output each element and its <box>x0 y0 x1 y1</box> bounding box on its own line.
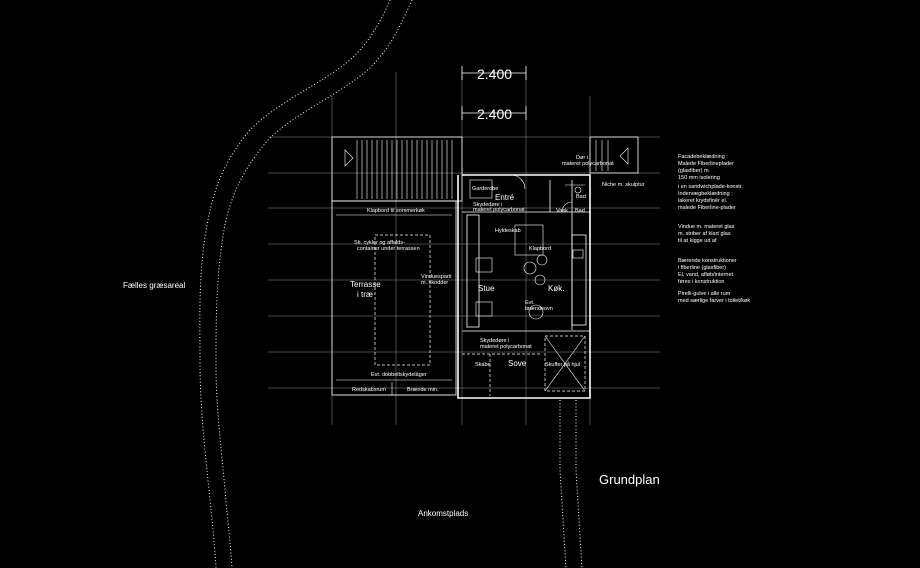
label-skydedore-top-2: materet polycarbonat <box>473 207 525 213</box>
site-left-area: Fælles græsareal <box>123 281 185 290</box>
note-facade-0: Facadebeklædning : <box>678 154 728 160</box>
note-vinduer-2: til at kigge ud af <box>678 238 717 244</box>
note-baerende-1: i fiberline (glasfiber) <box>678 265 726 271</box>
dimension-top: 2.400 <box>477 66 512 82</box>
note-facade-5: Indervægbeklædning : <box>678 191 733 197</box>
note-vinduer-1: m. striber af klart glas <box>678 231 731 237</box>
note-baerende-0: Bærende konstruktioner <box>678 258 737 264</box>
room-kok: Køk. <box>548 284 564 293</box>
note-facade-7: malede Fiberline-plader <box>678 205 736 211</box>
note-pirelli-0: Pirelli-gulve i alle rum <box>678 291 731 297</box>
label-sti-2: container under terrassen <box>357 246 420 252</box>
label-braendeovn-1: Evt. <box>525 300 535 306</box>
structural-grid <box>268 72 660 425</box>
label-skab: Skabe <box>475 362 491 368</box>
note-baerende-3: føres i konstruktion <box>678 279 724 285</box>
room-stue: Stue <box>478 284 495 293</box>
label-niche: Niche m. skulptur <box>602 182 645 188</box>
label-sti-1: Sti, cykler og affalds- <box>354 240 405 246</box>
label-braende: Brænde min. <box>407 387 439 393</box>
label-dor-1: Dør i <box>576 155 588 161</box>
label-bad-top: Bad <box>576 194 586 200</box>
entrance-steps <box>589 136 639 174</box>
label-spisebord: Klapbord <box>529 246 551 252</box>
entrance-arrow <box>619 147 629 165</box>
drawing-title: Grundplan <box>599 472 660 487</box>
room-sove: Sove <box>508 359 527 368</box>
dimension-second: 2.400 <box>477 106 512 122</box>
room-entre: Entré <box>495 193 515 202</box>
note-baerende-2: El, vand, afløb/internet <box>678 272 734 278</box>
label-skuffer: Skuffer på hjul <box>545 361 580 368</box>
site-boundary-line-inner <box>215 0 413 568</box>
note-facade-4: i en sandwichplade-konstr. <box>678 184 743 190</box>
label-klapbord: Klapbord til sommerkøk <box>367 208 425 214</box>
note-facade-6: lakeret krydsfinér el. <box>678 198 728 204</box>
stair-direction-arrow <box>344 149 354 167</box>
label-dobbelt: Evt. dobbeltskydeläger <box>371 372 427 378</box>
label-skydedore-bottom-1: Skydedøre i <box>480 338 509 344</box>
label-vindue-2: m. skodder <box>421 280 448 286</box>
access-path-line-2 <box>575 400 583 568</box>
staircase <box>331 136 463 202</box>
label-vindue-1: Vinduesparti <box>421 274 451 280</box>
label-skydedore-top-1: Skydedøre i <box>473 202 502 208</box>
label-bad: Bad <box>575 208 585 214</box>
label-redskab: Redskabsrum <box>352 387 386 393</box>
furniture <box>469 179 584 320</box>
note-pirelli-1: med særlige farver i toilet/køk <box>678 298 750 304</box>
label-hyldeskab: Hyldeskab <box>495 228 521 234</box>
room-terrace-line-2: i træ <box>357 290 373 299</box>
label-garderobe: Garderobe <box>472 186 498 192</box>
dimension-lines <box>461 66 527 120</box>
access-path-line <box>559 400 567 568</box>
note-facade-3: 150 mm isolering <box>678 175 720 181</box>
site-boundary-line <box>199 0 391 568</box>
note-facade-2: (glasfiber) m. <box>678 168 711 174</box>
note-facade-1: Malede Fiberlineplader <box>678 161 734 167</box>
terrace-deck <box>331 200 457 396</box>
notes-block: Facadebeklædning : Malede Fiberlineplade… <box>678 154 750 304</box>
note-vinduer-0: Vindue m. materet glas <box>678 224 735 230</box>
label-vask: Vask <box>556 208 568 214</box>
room-terrace-line-1: Terrasse <box>350 280 381 289</box>
label-skydedore-bottom-2: materet polycarbonat <box>480 344 532 350</box>
site-bottom-area: Ankomstplads <box>418 509 468 518</box>
label-braendeovn-2: brændeovn <box>525 306 553 312</box>
label-dor-2: materet polycarbonat <box>562 161 614 167</box>
house-walls <box>457 174 591 399</box>
